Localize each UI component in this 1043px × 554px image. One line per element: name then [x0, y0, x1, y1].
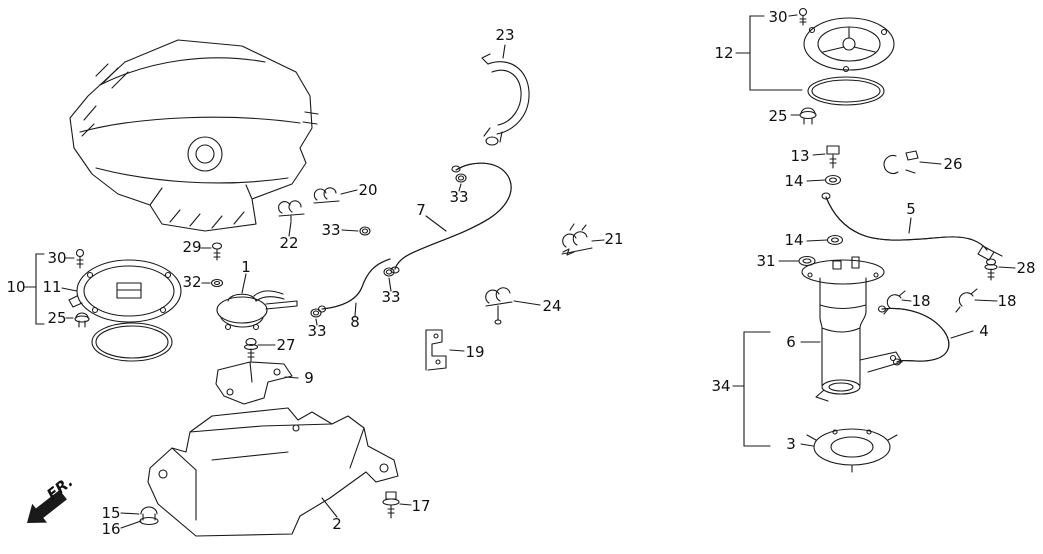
callout-32: 32: [182, 273, 201, 291]
callout-30-a: 30: [47, 249, 66, 267]
washer-14-a: [806, 174, 842, 186]
callout-1: 1: [241, 258, 251, 276]
clamp-26: [883, 150, 942, 175]
bolt-27: [243, 337, 276, 362]
callout-19: 19: [465, 343, 484, 361]
bolt-29: [200, 242, 223, 261]
clip-33-d: [310, 308, 322, 326]
washer-14-b: [806, 234, 844, 246]
clamp-21: [561, 223, 605, 256]
grommet-25-left: [65, 312, 90, 328]
callout-14-a: 14: [784, 172, 803, 190]
clamp-18-b: [955, 288, 998, 313]
bolt-28: [984, 258, 1016, 281]
callout-26: 26: [943, 155, 962, 173]
callout-25-b: 25: [768, 107, 787, 125]
fuel-tank: [69, 39, 319, 232]
callout-6: 6: [786, 333, 796, 351]
callout-8: 8: [350, 313, 360, 331]
callout-20: 20: [358, 181, 377, 199]
clip-33-c: [383, 267, 395, 292]
bracket-19: [425, 329, 465, 371]
callout-10: 10: [6, 278, 25, 296]
bolt-17: [382, 491, 412, 519]
bracket-9: [215, 361, 299, 405]
callout-25-a: 25: [47, 309, 66, 327]
callout-28: 28: [1016, 259, 1035, 277]
callout-33-b: 33: [449, 188, 468, 206]
callout-33-c: 33: [381, 288, 400, 306]
clip-33-b: [455, 173, 467, 192]
lock-plate-3: [800, 428, 898, 473]
callout-33-a: 33: [321, 221, 340, 239]
clamp-20: [313, 187, 358, 204]
base-bracket-2: [147, 407, 399, 537]
valve-assembly-1: [216, 273, 298, 331]
callout-18-b: 18: [997, 292, 1016, 310]
lid-gasket: [807, 76, 885, 106]
callout-3: 3: [786, 435, 796, 453]
callout-13: 13: [790, 147, 809, 165]
group-bracket-12: [735, 15, 803, 91]
tube-7: [390, 162, 512, 274]
callout-2: 2: [332, 515, 342, 533]
filler-gasket: [91, 322, 173, 362]
callout-4: 4: [979, 322, 989, 340]
bolt-13: [812, 145, 840, 169]
callout-24: 24: [542, 297, 561, 315]
callout-21: 21: [604, 230, 623, 248]
fr-arrow: [27, 489, 67, 523]
plug-15-16: [120, 506, 159, 529]
callout-27: 27: [276, 336, 295, 354]
callout-18-a: 18: [911, 292, 930, 310]
grommet-25-right: [790, 107, 817, 125]
group-bracket-34: [732, 331, 771, 447]
grommet-32: [201, 278, 224, 288]
callout-12: 12: [714, 44, 733, 62]
clamp-22: [278, 200, 305, 237]
callout-23: 23: [495, 26, 514, 44]
group-bracket-10: [23, 253, 45, 325]
guide-23: [481, 44, 530, 146]
oring-31: [778, 255, 816, 267]
callout-14-b: 14: [784, 231, 803, 249]
screw-30-right: [788, 7, 808, 26]
pump-lid: [803, 17, 895, 73]
callout-34: 34: [711, 377, 730, 395]
callout-22: 22: [279, 234, 298, 252]
callout-11: 11: [42, 278, 61, 296]
screw-30-left: [65, 248, 85, 269]
callout-15: 15: [101, 504, 120, 522]
hose-8: [317, 258, 391, 317]
fuel-filler-plate: [61, 259, 182, 323]
clip-33-a: [341, 226, 371, 236]
callout-33-d: 33: [307, 322, 326, 340]
clamp-18-a: [883, 290, 912, 315]
callout-17: 17: [411, 497, 430, 515]
fuel-pump-6: [800, 256, 903, 402]
callout-9: 9: [304, 369, 314, 387]
callout-30-b: 30: [768, 8, 787, 26]
callout-16: 16: [101, 520, 120, 538]
callout-29: 29: [182, 238, 201, 256]
callout-31: 31: [756, 252, 775, 270]
hose-4: [877, 305, 974, 366]
callout-5: 5: [906, 200, 916, 218]
callout-7: 7: [416, 201, 426, 219]
fuel-pipe-5: [821, 192, 1003, 261]
clamp-24: [485, 287, 541, 325]
